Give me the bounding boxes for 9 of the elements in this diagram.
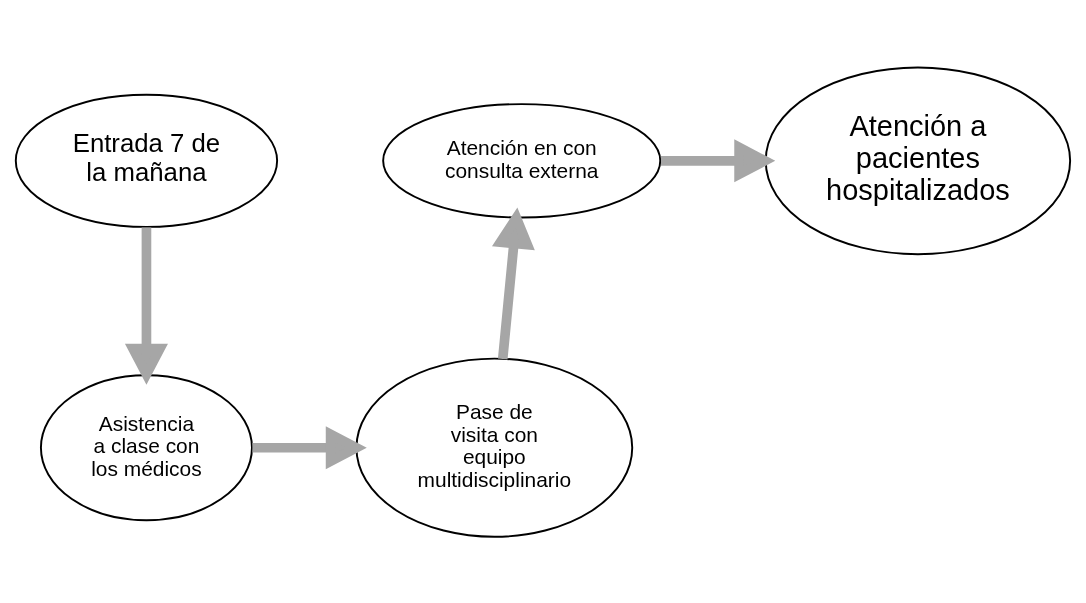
arrow bbox=[252, 425, 367, 469]
node-ellipse: Pase de visita con equipo multidisciplinario bbox=[355, 357, 634, 538]
node-ellipse: Asistencia a clase con los médicos bbox=[39, 373, 253, 521]
node-ellipse: Atención a pacientes hospitalizados bbox=[764, 66, 1072, 255]
arrow bbox=[492, 206, 535, 359]
arrow bbox=[124, 227, 168, 385]
node-ellipse: Entrada 7 de la mañana bbox=[14, 93, 279, 228]
node-ellipse: Atención en con consulta externa bbox=[382, 102, 662, 218]
arrow bbox=[661, 138, 776, 182]
